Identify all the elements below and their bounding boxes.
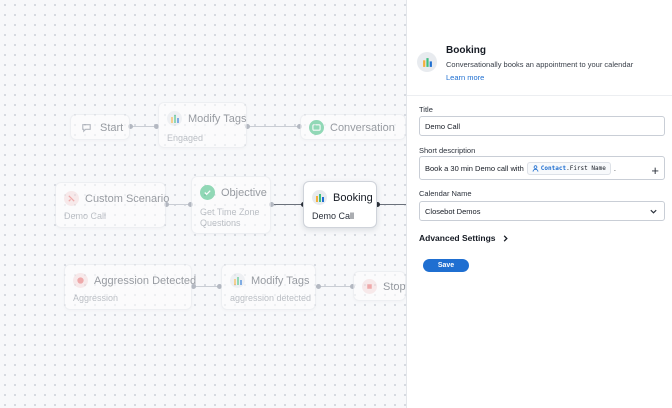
chip-object: Contact [540,164,567,172]
port-out[interactable] [269,202,274,207]
scenario-icon [64,191,79,206]
node-title: Conversation [330,121,395,134]
title-input[interactable] [419,116,665,136]
node-title: Start [100,121,124,134]
chevron-down-icon [650,209,657,214]
calendar-name-label: Calendar Name [419,189,472,198]
title-label: Title [419,105,433,114]
stop-icon [362,279,377,294]
short-description-text: Book a 30 min Demo call with [425,163,524,173]
port-in[interactable] [217,284,222,289]
node-subtitle: Demo Call [312,211,355,221]
node-title: Aggression Detected [94,274,197,287]
port-out[interactable] [245,124,250,129]
alert-icon [73,273,88,288]
node-modify-tags-aggression[interactable]: Modify Tags aggression detected [221,264,316,310]
edge-start-modify [130,126,156,127]
node-subtitle: Aggression [73,293,119,303]
panel-header: Booking Conversationally books an appoin… [407,0,672,96]
node-custom-scenario[interactable]: Custom Scenario Demo Call [55,182,170,228]
port-out[interactable] [164,202,169,207]
edge-scenario-objective [166,204,190,205]
settings-panel: Booking Conversationally books an appoin… [406,0,672,408]
chip-field: .First Name [566,164,606,172]
port-out[interactable] [375,202,380,207]
edge-aggression-modify [193,286,219,287]
chat-bubble-icon [79,120,94,135]
short-description-suffix: . [613,163,616,173]
node-aggression-detected[interactable]: Aggression Detected Aggression [64,264,196,310]
node-subtitle-line2: Questions [200,218,241,228]
add-variable-plus-icon[interactable]: + [651,163,659,178]
node-stop[interactable]: Stop [353,271,406,301]
port-in[interactable] [297,124,302,129]
node-objective[interactable]: Objective Get Time Zone Questions [191,176,271,234]
node-title: Stop [383,280,406,293]
node-conversation[interactable]: Conversation [300,114,406,140]
port-in[interactable] [188,202,193,207]
booking-icon [312,190,327,205]
node-booking[interactable]: Booking Demo Call [303,181,377,228]
edge-modify-stop [318,286,352,287]
flow-canvas[interactable]: Start Modify Tags Engaged Conversation C… [0,0,406,408]
short-description-label: Short description [419,146,476,155]
node-title: Booking [333,191,373,204]
node-subtitle: aggression detected [230,293,312,303]
node-subtitle: Engaged [167,133,204,143]
port-out[interactable] [191,284,196,289]
port-in[interactable] [154,124,159,129]
node-title: Modify Tags [188,112,247,125]
contact-variable-chip[interactable]: Contact.First Name [526,161,611,175]
panel-title: Booking [446,45,486,56]
port-out[interactable] [316,284,321,289]
port-out[interactable] [128,124,133,129]
edge-modify-conversation [247,126,299,127]
short-description-input[interactable]: Book a 30 min Demo call with Contact.Fir… [419,156,665,180]
tags-icon [230,273,245,288]
save-button[interactable]: Save [423,259,469,272]
node-subtitle-line1: Get Time Zone [200,207,260,217]
person-icon [532,164,539,172]
conversation-icon [309,120,324,135]
port-in[interactable] [350,284,355,289]
node-subtitle: Demo Call [64,211,107,221]
panel-description: Conversationally books an appointment to… [446,60,634,69]
check-circle-icon [200,185,215,200]
calendar-name-select[interactable]: Closebot Demos [419,201,665,221]
node-title: Objective [221,186,267,199]
advanced-settings-toggle[interactable]: Advanced Settings [419,233,510,243]
node-modify-tags-engaged[interactable]: Modify Tags Engaged [158,102,247,148]
chevron-right-icon [503,234,508,242]
calendar-selected-value: Closebot Demos [425,206,481,216]
node-start[interactable]: Start [70,114,130,140]
booking-icon [417,52,437,72]
learn-more-link[interactable]: Learn more [446,73,485,82]
edge-booking-out [378,204,406,205]
edge-objective-booking [271,204,303,205]
node-title: Modify Tags [251,274,310,287]
advanced-settings-label: Advanced Settings [419,233,496,243]
tags-icon [167,111,182,126]
node-title: Custom Scenario [85,192,170,205]
